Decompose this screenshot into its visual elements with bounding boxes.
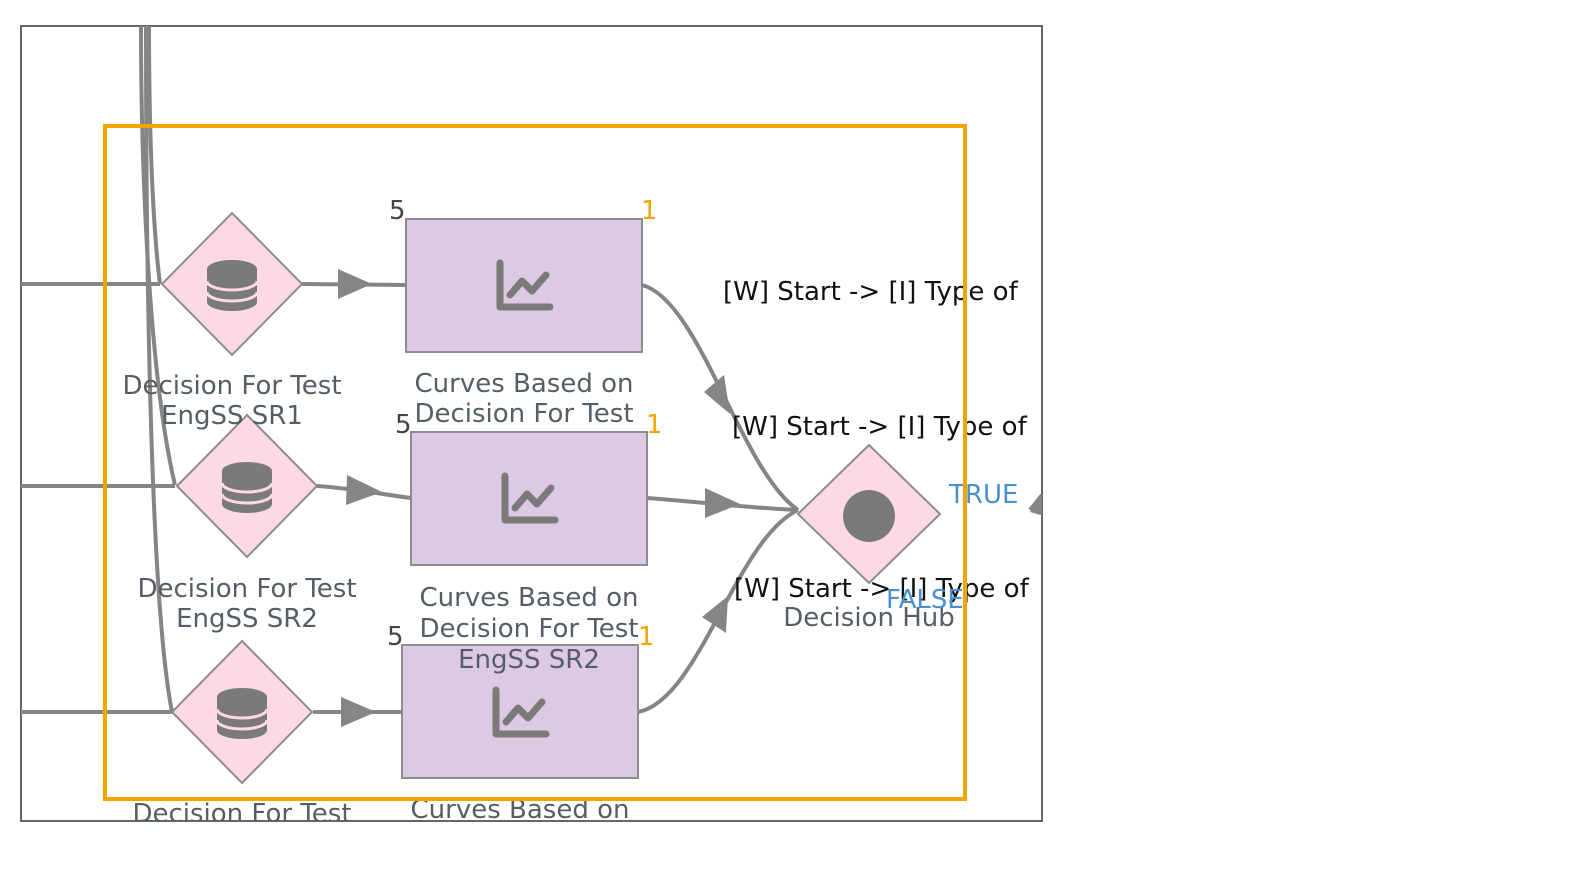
- edge-label-3: [W] Start -> [I] Type of: [734, 574, 1030, 604]
- decision-node-sr2[interactable]: [175, 413, 319, 559]
- line-chart-icon: [501, 472, 559, 524]
- curves-1-count-right: 1: [641, 196, 658, 226]
- curves-1-count-left: 5: [389, 196, 406, 226]
- curves-node-1[interactable]: [405, 218, 643, 353]
- edge-sr3-curves3-arrow: [341, 697, 376, 727]
- edge-label-1: [W] Start -> [I] Type of: [723, 277, 1019, 307]
- curves-1-label-line1: Curves Based on: [415, 369, 634, 399]
- line-chart-icon: [492, 686, 550, 738]
- edge-hub-true-arrow: [1030, 494, 1042, 516]
- edge-curves3-hub-arrow: [702, 596, 728, 633]
- curves-2-label-line2: Decision For Test: [419, 614, 638, 644]
- curves-2-label-line1: Curves Based on: [420, 583, 639, 613]
- edge-hub-true-out[interactable]: [1028, 493, 1042, 512]
- edge-curves2-hub-arrow: [705, 488, 740, 518]
- curves-3-count-left: 5: [387, 622, 404, 652]
- decision-hub-label: Decision Hub: [783, 603, 955, 633]
- curves-1-label-line2: Decision For Test: [414, 399, 633, 429]
- curves-2-label-line3: EngSS SR2: [458, 645, 600, 675]
- decision-node-sr3[interactable]: [170, 639, 314, 785]
- circle-icon: [843, 490, 895, 542]
- curves-3-count-right: 1: [638, 622, 655, 652]
- decision-sr2-label-line1: Decision For Test: [137, 574, 356, 604]
- hub-false-label: FALSE: [886, 585, 964, 615]
- curves-2-count-right: 1: [646, 410, 663, 440]
- edge-sr1-curves1-arrow: [338, 269, 372, 299]
- decision-sr1-label-line2: EngSS SR1: [161, 401, 303, 431]
- line-chart-icon: [496, 259, 554, 311]
- database-icon: [220, 462, 274, 513]
- edge-curves1-hub-arrow: [704, 375, 730, 414]
- curves-2-count-left: 5: [395, 410, 412, 440]
- edge-trunk-2[interactable]: [144, 26, 174, 713]
- decision-sr3-label-line1: Decision For Test: [132, 799, 351, 829]
- edge-label-2: [W] Start -> [I] Type of: [732, 412, 1028, 442]
- selection-rectangle[interactable]: [103, 124, 967, 801]
- hub-true-label: TRUE: [948, 480, 1018, 510]
- decision-hub-node[interactable]: [796, 443, 942, 585]
- curves-node-2[interactable]: [410, 431, 648, 566]
- curves-node-3[interactable]: [401, 644, 639, 779]
- database-icon: [205, 260, 259, 311]
- edge-trunk-3[interactable]: [147, 26, 162, 285]
- database-icon: [215, 688, 269, 739]
- decision-node-sr1[interactable]: [160, 211, 304, 357]
- edge-sr2-curves2-arrow: [346, 475, 382, 505]
- decision-sr1-label-line1: Decision For Test: [122, 371, 341, 401]
- decision-sr2-label-line2: EngSS SR2: [176, 604, 318, 634]
